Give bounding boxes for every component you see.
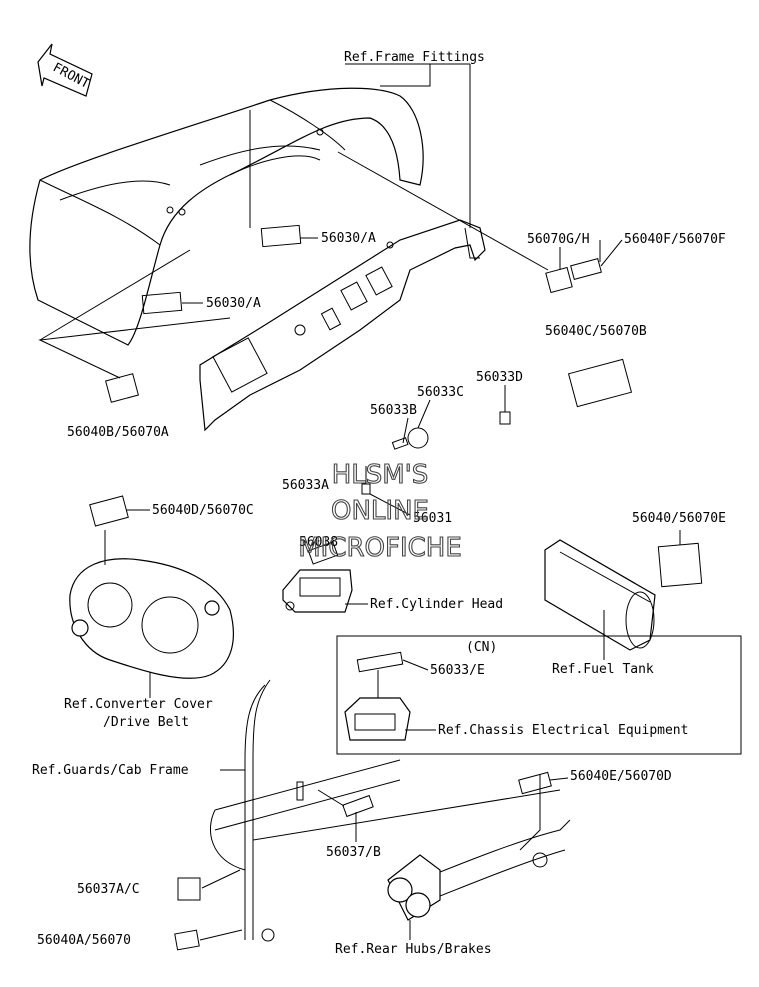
cn-box — [336, 635, 742, 755]
label-56033e: 56033/E — [430, 663, 485, 678]
sticker-56033b — [391, 437, 409, 450]
sticker-56030a-top — [260, 224, 302, 248]
label-56033c: 56033C — [417, 385, 464, 400]
label-56033a: 56033A — [282, 478, 329, 493]
dash-panel — [199, 219, 486, 432]
sticker-56040e2 — [657, 542, 703, 588]
sticker-56037b — [342, 794, 374, 818]
chassis-electrical-box — [344, 697, 411, 741]
sticker-56040f — [570, 258, 602, 280]
sticker-56040e — [518, 771, 552, 795]
label-ref-guards: Ref.Guards/Cab Frame — [32, 763, 189, 778]
sticker-56040d — [89, 495, 129, 527]
label-56033b: 56033B — [370, 403, 417, 418]
label-56030a-mid: 56030/A — [206, 296, 261, 311]
label-56040d: 56040D/56070C — [152, 503, 254, 518]
label-56037b: 56037/B — [326, 845, 381, 860]
label-ref-fuel-tank: Ref.Fuel Tank — [552, 662, 654, 677]
seat-body-assembly — [29, 87, 424, 346]
label-ref-converter: Ref.Converter Cover — [64, 697, 213, 712]
label-ref-drive-belt: /Drive Belt — [103, 715, 189, 730]
label-56030a-top: 56030/A — [321, 231, 376, 246]
watermark-line1: HLSM'S — [332, 460, 429, 490]
label-56040e2: 56040/56070E — [632, 511, 726, 526]
label-ref-frame-fittings: Ref.Frame Fittings — [344, 50, 485, 65]
label-ref-cylinder-head: Ref.Cylinder Head — [370, 597, 503, 612]
label-56040a: 56040A/56070 — [37, 933, 131, 948]
sticker-56040a — [174, 929, 200, 951]
sticker-56070gh — [545, 266, 573, 294]
label-56038: 56038 — [299, 535, 338, 550]
label-56070gh: 56070G/H — [527, 232, 590, 247]
sticker-56030a-mid — [141, 291, 183, 315]
front-arrow-icon: FRONT — [37, 43, 93, 97]
watermark-line3: MICROFICHE — [298, 533, 462, 563]
sticker-56033e — [356, 651, 404, 673]
label-56040e: 56040E/56070D — [570, 769, 672, 784]
label-56031: 56031 — [413, 511, 452, 526]
cylinder-head — [282, 569, 353, 613]
watermark-line2: ONLINE — [331, 496, 429, 526]
sticker-56040c — [567, 358, 633, 408]
label-56033d: 56033D — [476, 370, 523, 385]
label-ref-chassis: Ref.Chassis Electrical Equipment — [438, 723, 688, 738]
label-ref-rear-hubs: Ref.Rear Hubs/Brakes — [335, 942, 492, 957]
label-56040c: 56040C/56070B — [545, 324, 647, 339]
rear-hub — [387, 819, 571, 921]
fuel-tank — [544, 539, 656, 651]
sticker-56037ac — [177, 877, 201, 901]
cab-frame-guards — [209, 679, 561, 942]
label-56037ac: 56037A/C — [77, 882, 140, 897]
label-cn: (CN) — [466, 640, 497, 655]
sticker-56033c — [407, 427, 429, 449]
label-56040b: 56040B/56070A — [67, 425, 169, 440]
label-56040f: 56040F/56070F — [624, 232, 726, 247]
converter-cover — [69, 558, 234, 679]
sticker-56040b — [105, 373, 139, 403]
sticker-56033d — [499, 411, 511, 425]
sticker-56038 — [307, 541, 339, 565]
